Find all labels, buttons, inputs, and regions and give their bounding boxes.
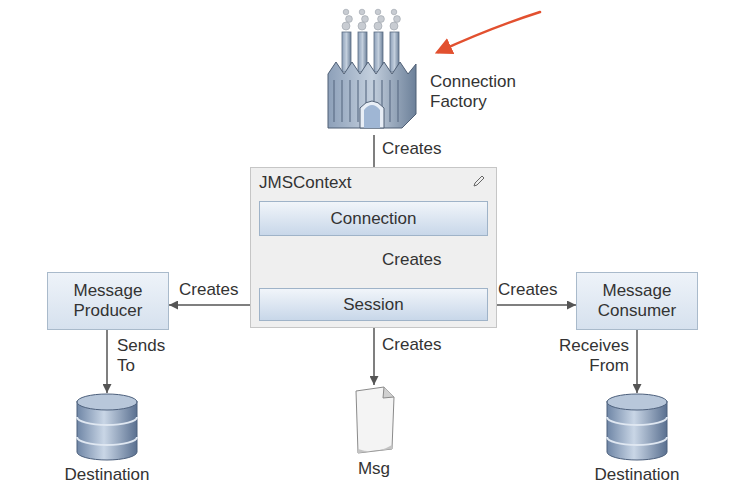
database-icon bbox=[75, 393, 139, 461]
context-box: JMSContextConnectionSession bbox=[250, 167, 497, 328]
group-title: JMSContext bbox=[259, 173, 352, 193]
node-label: Destination bbox=[64, 465, 149, 485]
connection-factory: Connection Factory bbox=[322, 4, 422, 135]
edge-label: Creates bbox=[498, 280, 558, 300]
database-cylinder: Destination bbox=[75, 393, 139, 461]
edge-label: Creates bbox=[382, 335, 442, 355]
connector-arrow bbox=[488, 304, 576, 306]
connector-arrow bbox=[636, 330, 638, 393]
document-icon bbox=[350, 385, 398, 455]
message-document: Msg bbox=[350, 385, 398, 455]
edge-label: Creates bbox=[382, 139, 442, 159]
process-box: Message Consumer bbox=[576, 272, 698, 330]
edge-label: Creates bbox=[179, 280, 239, 300]
process-box: Message Producer bbox=[47, 272, 169, 330]
process-bar: Connection bbox=[259, 201, 488, 236]
edit-icon bbox=[472, 174, 486, 188]
connector-arrow bbox=[169, 304, 259, 306]
annotation-arrow bbox=[438, 12, 540, 52]
node-label: Connection bbox=[326, 209, 420, 229]
edge-label: Receives From bbox=[551, 336, 629, 376]
database-icon bbox=[605, 393, 669, 461]
edge-label: Sends To bbox=[117, 336, 171, 376]
connector-arrow bbox=[106, 330, 108, 393]
database-cylinder: Destination bbox=[605, 393, 669, 461]
process-bar: Session bbox=[259, 288, 488, 321]
node-label: Session bbox=[339, 295, 407, 315]
edge-label: Creates bbox=[382, 250, 442, 270]
node-label: Destination bbox=[594, 465, 679, 485]
node-label: Msg bbox=[358, 459, 390, 479]
node-label: Message Producer bbox=[48, 281, 168, 321]
factory-icon bbox=[322, 4, 422, 135]
node-label: Message Consumer bbox=[577, 281, 697, 321]
connector-arrow bbox=[373, 321, 375, 385]
node-label: Connection Factory bbox=[430, 72, 550, 112]
